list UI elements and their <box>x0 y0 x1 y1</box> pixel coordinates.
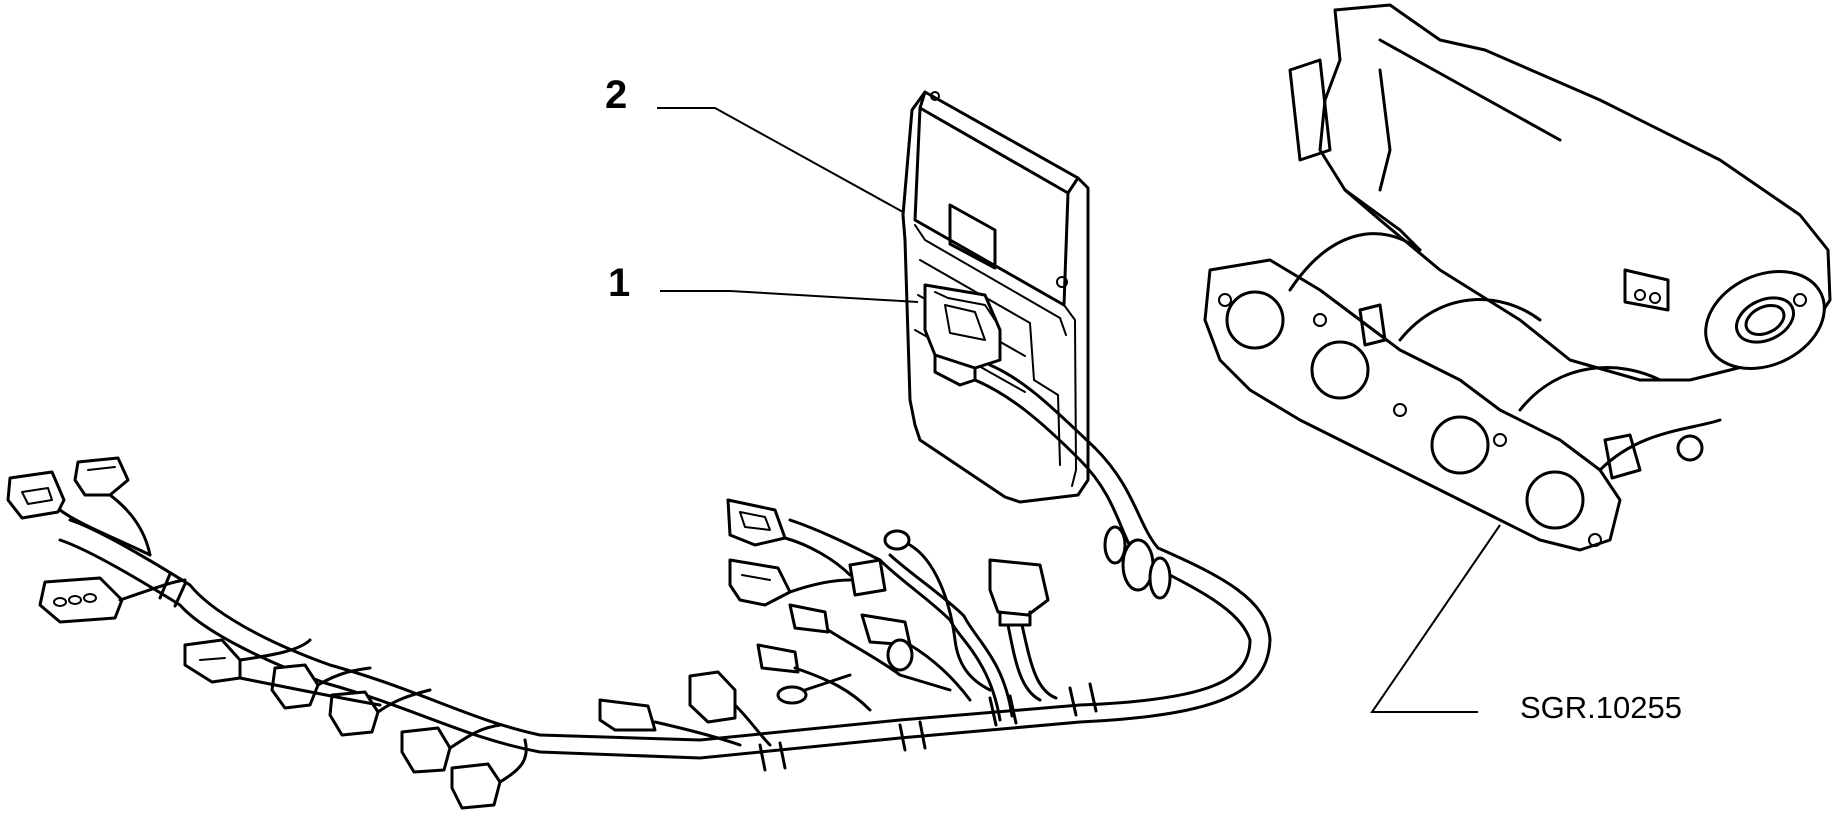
callout-label-2: 2 <box>605 73 627 117</box>
leader-line-2 <box>657 107 904 213</box>
reference-code-group: SGR.10255 <box>1370 524 1682 725</box>
callout-1: 1 <box>608 261 919 305</box>
callout-label-1: 1 <box>608 261 630 305</box>
reference-code: SGR.10255 <box>1520 690 1682 725</box>
wiring-harness <box>6 283 1272 810</box>
leader-line-manifold <box>1370 524 1501 713</box>
leader-line-1 <box>660 290 919 303</box>
intake-manifold <box>1203 3 1832 552</box>
callout-2: 2 <box>605 73 904 213</box>
